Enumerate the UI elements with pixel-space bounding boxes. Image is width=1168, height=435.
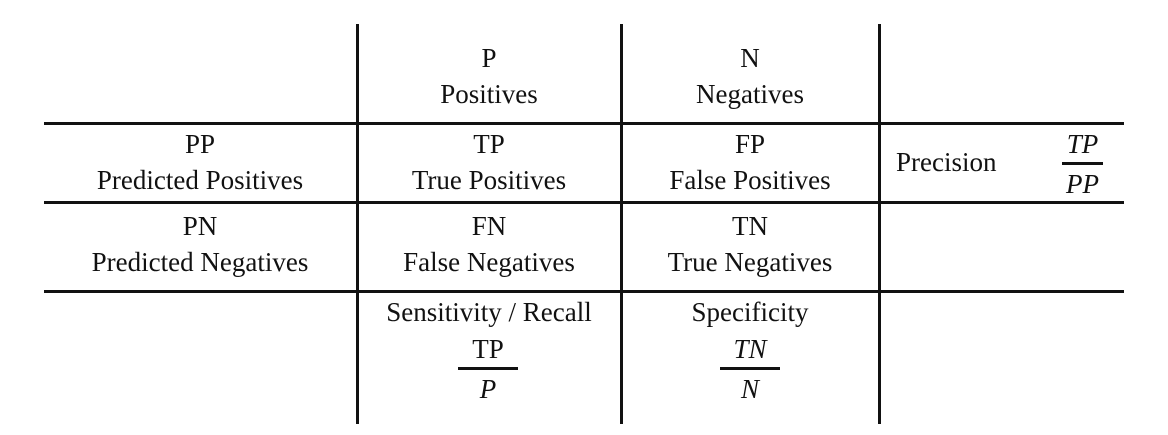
header-positives-abbr: P xyxy=(481,43,497,73)
grid-hline-bottom xyxy=(44,290,1124,293)
row-predicted-positives-abbr: PP xyxy=(184,129,216,159)
grid-vline-3 xyxy=(878,24,881,424)
sensitivity-fraction-bar xyxy=(458,367,518,370)
sensitivity-denominator: P xyxy=(479,374,497,404)
specificity-fraction: TN N xyxy=(720,332,780,406)
grid-vline-2 xyxy=(620,24,623,424)
specificity-label: Specificity xyxy=(691,297,809,327)
specificity-numerator: TN xyxy=(733,334,767,364)
cell-false-negatives-label: False Negatives xyxy=(403,247,575,277)
sensitivity-label: Sensitivity / Recall xyxy=(386,297,592,327)
header-negatives-abbr: N xyxy=(740,43,760,73)
precision-label: Precision xyxy=(896,147,997,177)
sensitivity-fraction: TP P xyxy=(458,332,518,406)
row-predicted-negatives-abbr: PN xyxy=(182,211,218,241)
grid-hline-middle xyxy=(44,201,1124,204)
sensitivity-numerator: TP xyxy=(472,334,504,364)
row-predicted-negatives: PN Predicted Negatives xyxy=(44,208,356,280)
cell-false-positives-label: False Positives xyxy=(669,165,831,195)
cell-true-negatives-abbr: TN xyxy=(732,211,768,241)
row-predicted-positives-label: Predicted Positives xyxy=(96,165,304,195)
header-positives-label: Positives xyxy=(440,79,538,109)
precision-fraction-bar xyxy=(1062,162,1103,165)
cell-true-positives-label: True Positives xyxy=(411,165,567,195)
grid-hline-header xyxy=(44,122,1124,125)
cell-false-negatives: FN False Negatives xyxy=(358,208,620,280)
specificity-fraction-bar xyxy=(720,367,780,370)
row-predicted-negatives-label: Predicted Negatives xyxy=(91,247,309,277)
specificity-denominator: N xyxy=(740,374,759,404)
row-predicted-positives: PP Predicted Positives xyxy=(44,126,356,198)
grid-vline-1 xyxy=(356,24,359,424)
precision-fraction: TP PP xyxy=(1062,127,1103,201)
cell-true-negatives: TN True Negatives xyxy=(622,208,878,280)
header-negatives: N Negatives xyxy=(622,40,878,112)
cell-true-positives-abbr: TP xyxy=(473,129,505,159)
cell-true-positives: TP True Positives xyxy=(358,126,620,198)
precision-numerator: TP xyxy=(1066,129,1099,159)
cell-false-positives: FP False Positives xyxy=(622,126,878,198)
precision-denominator: PP xyxy=(1066,169,1099,199)
cell-true-negatives-label: True Negatives xyxy=(667,247,833,277)
cell-false-negatives-abbr: FN xyxy=(471,211,507,241)
cell-false-positives-abbr: FP xyxy=(734,129,766,159)
header-negatives-label: Negatives xyxy=(696,79,804,109)
header-positives: P Positives xyxy=(358,40,620,112)
